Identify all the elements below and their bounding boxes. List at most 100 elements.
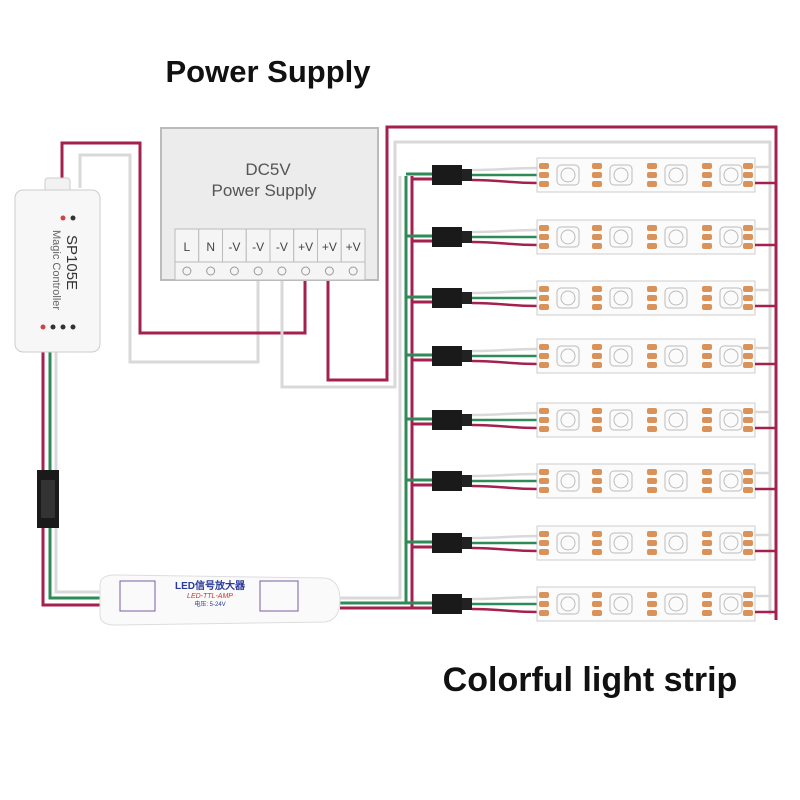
led-chip xyxy=(719,409,743,431)
solder-pad xyxy=(743,478,753,484)
led-lens xyxy=(613,535,629,551)
terminal-screw-icon xyxy=(182,266,192,276)
led-chip xyxy=(556,345,580,367)
solder-pad xyxy=(647,295,657,301)
solder-pad xyxy=(702,540,712,546)
solder-pad xyxy=(647,163,657,169)
solder-pad xyxy=(702,304,712,310)
led-lens xyxy=(723,348,739,364)
connector-plug-tip xyxy=(462,598,472,610)
solder-pad xyxy=(702,478,712,484)
solder-pad xyxy=(592,540,602,546)
solder-pad xyxy=(743,295,753,301)
terminal-screw-icon xyxy=(253,266,263,276)
led-lens xyxy=(668,535,684,551)
solder-pad xyxy=(647,243,657,249)
red-wire-controller xyxy=(60,141,307,335)
connector-plug-tip xyxy=(462,537,472,549)
solder-pad xyxy=(539,344,549,350)
amp-title: LED信号放大器 xyxy=(175,579,246,592)
strip-lead-red-wire xyxy=(471,240,538,247)
led-chip xyxy=(664,409,688,431)
solder-pad xyxy=(647,234,657,240)
terminal-screw-icon xyxy=(206,266,216,276)
strip-lead-gray-wire xyxy=(471,534,538,540)
solder-pad xyxy=(743,469,753,475)
led-lens xyxy=(668,473,684,489)
ps-name-label: Power Supply xyxy=(212,181,317,200)
solder-pad xyxy=(743,487,753,493)
solder-pad xyxy=(702,487,712,493)
solder-pad xyxy=(743,601,753,607)
strip-board xyxy=(536,280,756,316)
solder-pad xyxy=(647,286,657,292)
connector-plug-tip xyxy=(462,475,472,487)
solder-pad xyxy=(647,469,657,475)
solder-pad xyxy=(702,172,712,178)
led-chip xyxy=(556,409,580,431)
solder-pad xyxy=(702,234,712,240)
solder-pad xyxy=(743,540,753,546)
solder-pad xyxy=(539,163,549,169)
led-chip xyxy=(609,226,633,248)
led-chip xyxy=(719,345,743,367)
terminal-screw-icon xyxy=(277,266,287,276)
led-chip xyxy=(719,470,743,492)
led-lens xyxy=(723,412,739,428)
solder-pad xyxy=(702,286,712,292)
terminal-label: +V xyxy=(346,240,361,254)
solder-pad xyxy=(647,610,657,616)
solder-pad xyxy=(592,408,602,414)
strip-lead-red-wire xyxy=(471,301,538,308)
led-chip xyxy=(719,593,743,615)
gray-wire-controller xyxy=(78,153,260,364)
solder-pad xyxy=(743,353,753,359)
solder-pad xyxy=(539,549,549,555)
led-chip xyxy=(556,287,580,309)
solder-pad xyxy=(592,417,602,423)
strip-lead-red-wire xyxy=(471,546,538,553)
strip-lead-red-wire xyxy=(471,607,538,614)
solder-pad xyxy=(539,181,549,187)
strip-lead-gray-wire xyxy=(471,411,538,417)
controller-name: Magic Controller xyxy=(50,230,62,310)
solder-pad xyxy=(647,408,657,414)
led-chip xyxy=(664,164,688,186)
solder-pad xyxy=(592,601,602,607)
solder-pad xyxy=(702,225,712,231)
light-strip xyxy=(406,586,776,622)
solder-pad xyxy=(592,469,602,475)
terminal-screw-icon xyxy=(229,266,239,276)
inline-connector xyxy=(37,470,59,528)
solder-pad xyxy=(539,408,549,414)
led-lens xyxy=(613,229,629,245)
solder-pad xyxy=(592,549,602,555)
strip-lead-gray-wire xyxy=(471,472,538,478)
solder-pad xyxy=(647,172,657,178)
terminal-label: +V xyxy=(322,240,337,254)
led-lens xyxy=(560,229,576,245)
solder-pad xyxy=(592,304,602,310)
light-strip xyxy=(406,402,776,438)
terminal-screw-icon xyxy=(301,266,311,276)
solder-pad xyxy=(647,531,657,537)
solder-pad xyxy=(592,163,602,169)
solder-pad xyxy=(592,243,602,249)
connector-plug xyxy=(432,165,462,185)
solder-pad xyxy=(702,610,712,616)
led-chip xyxy=(609,409,633,431)
solder-pad xyxy=(539,304,549,310)
connector-plug xyxy=(432,288,462,308)
strip-board xyxy=(536,525,756,561)
led-lens xyxy=(613,348,629,364)
strip-board xyxy=(536,338,756,374)
amp-output-gray xyxy=(340,176,402,600)
solder-pad xyxy=(592,353,602,359)
solder-pad xyxy=(592,225,602,231)
signal-amplifier: LED信号放大器 LED-TTL-AMP 电压: 5-24V xyxy=(99,574,341,626)
controller-output-gray xyxy=(54,350,100,594)
solder-pad xyxy=(743,172,753,178)
amp-subtitle: LED-TTL-AMP xyxy=(187,593,233,600)
connector-plug xyxy=(432,227,462,247)
solder-pad xyxy=(592,592,602,598)
